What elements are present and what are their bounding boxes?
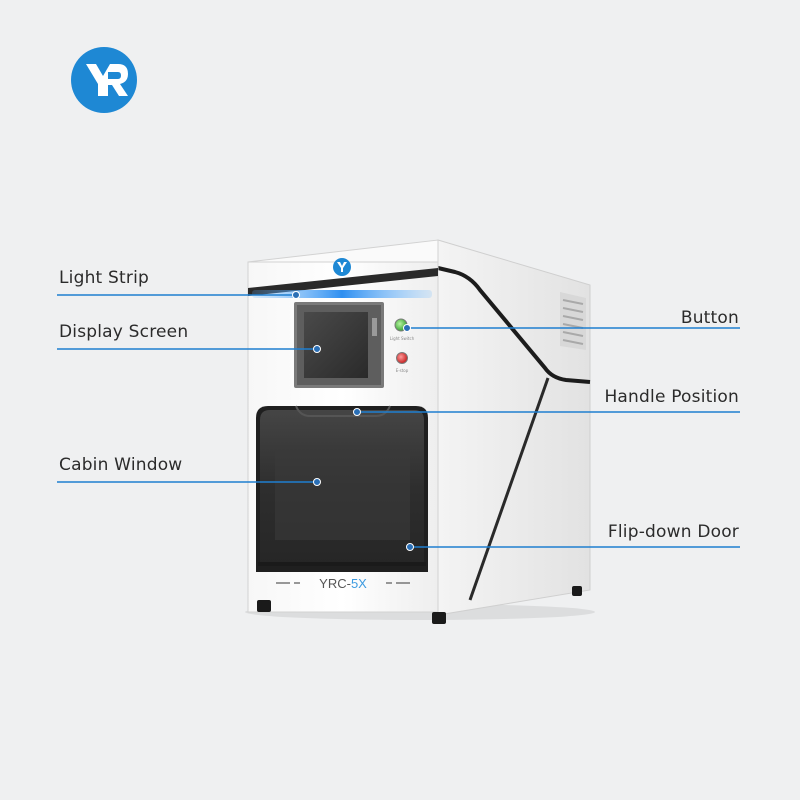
callout-dots: [292, 291, 414, 551]
side-accent-curve: [437, 266, 591, 384]
light-strip: [252, 290, 432, 298]
callout-label-button: Button: [680, 308, 739, 328]
callout-label-light-strip: Light Strip: [59, 268, 149, 288]
callout-label-flip-down-door: Flip-down Door: [607, 522, 739, 542]
side-accent-diagonal: [468, 377, 550, 601]
machine-front-logo: [333, 258, 351, 276]
front-top-band: [248, 268, 438, 296]
foot-front-right: [432, 612, 446, 624]
callout-label-cabin-window: Cabin Window: [59, 455, 183, 475]
callout-label-display-screen: Display Screen: [59, 322, 189, 342]
brand-logo: YR: [71, 47, 137, 113]
cabin-door: [256, 405, 428, 572]
callout-label-handle-position: Handle Position: [604, 387, 739, 407]
foot-front-left: [257, 600, 271, 612]
side-vent-grille: [560, 292, 586, 350]
brand-logo-mark: [86, 64, 128, 96]
callout-dot-handle-position: [353, 408, 361, 416]
callout-dot-display-screen: [313, 345, 321, 353]
control-buttons: Light Switch E-stop: [390, 318, 415, 373]
model-label: YRC-5X: [276, 576, 410, 591]
callout-dot-button: [403, 324, 411, 332]
svg-text:YRC-5X: YRC-5X: [319, 576, 367, 591]
model-suffix: 5X: [351, 576, 367, 591]
red-button-label: E-stop: [396, 368, 409, 373]
door-handle[interactable]: [295, 405, 391, 417]
machine: Light Switch E-stop YRC-5X: [245, 239, 595, 624]
display-screen: [294, 302, 384, 388]
foot-back-right: [572, 586, 582, 596]
green-button-label: Light Switch: [390, 336, 415, 341]
callout-dot-cabin-window: [313, 478, 321, 486]
callout-lines: [57, 294, 740, 548]
model-prefix: YRC-: [319, 576, 351, 591]
red-button[interactable]: [396, 352, 408, 364]
callout-dot-flip-down-door: [406, 543, 414, 551]
callout-dot-light-strip: [292, 291, 300, 299]
